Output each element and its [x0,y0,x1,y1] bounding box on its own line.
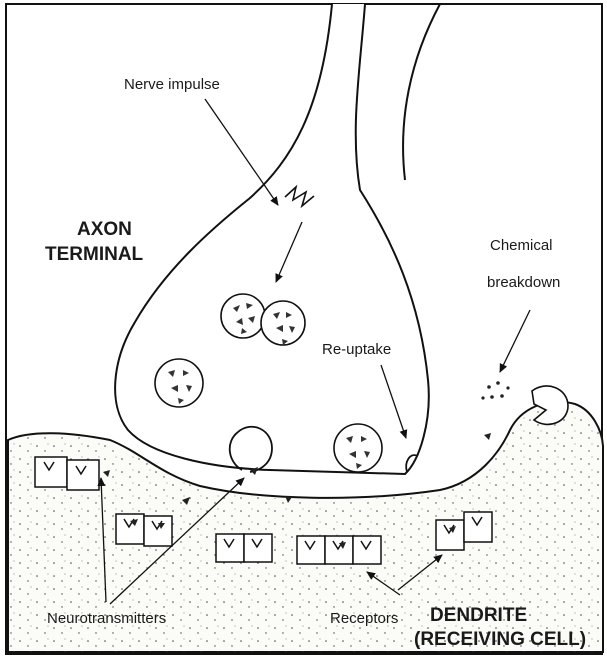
enzyme [532,386,568,424]
arrow-nerve-impulse [205,99,278,205]
label-receiving-cell: (RECEIVING CELL) [414,629,586,650]
label-dendrite: DENDRITE [430,605,527,626]
receptor [244,534,272,562]
label-chemical: Chemical [490,237,553,254]
receptor [116,514,144,544]
axon-outer-edge [403,4,440,180]
receptor [436,520,464,550]
receptor [67,460,99,490]
axon-terminal-membrane [115,4,429,474]
label-axon: AXON [77,219,132,240]
receptor [297,536,325,564]
receptor [35,457,67,487]
receptor [464,512,492,542]
vesicle [221,294,265,338]
arrow-chemical-breakdown [500,310,530,372]
label-breakdown: breakdown [487,274,560,291]
label-nerve-impulse: Nerve impulse [124,76,220,93]
receptor [144,516,172,546]
vesicle [334,424,382,472]
label-receptors: Receptors [330,610,398,627]
vesicle [261,301,305,345]
label-reuptake: Re-uptake [322,341,391,358]
receptor [353,536,381,564]
receptor [325,536,353,564]
label-neurotransmitters: Neurotransmitters [47,610,166,627]
label-terminal: TERMINAL [45,244,144,265]
receptor [216,534,244,562]
vesicle [155,359,203,407]
